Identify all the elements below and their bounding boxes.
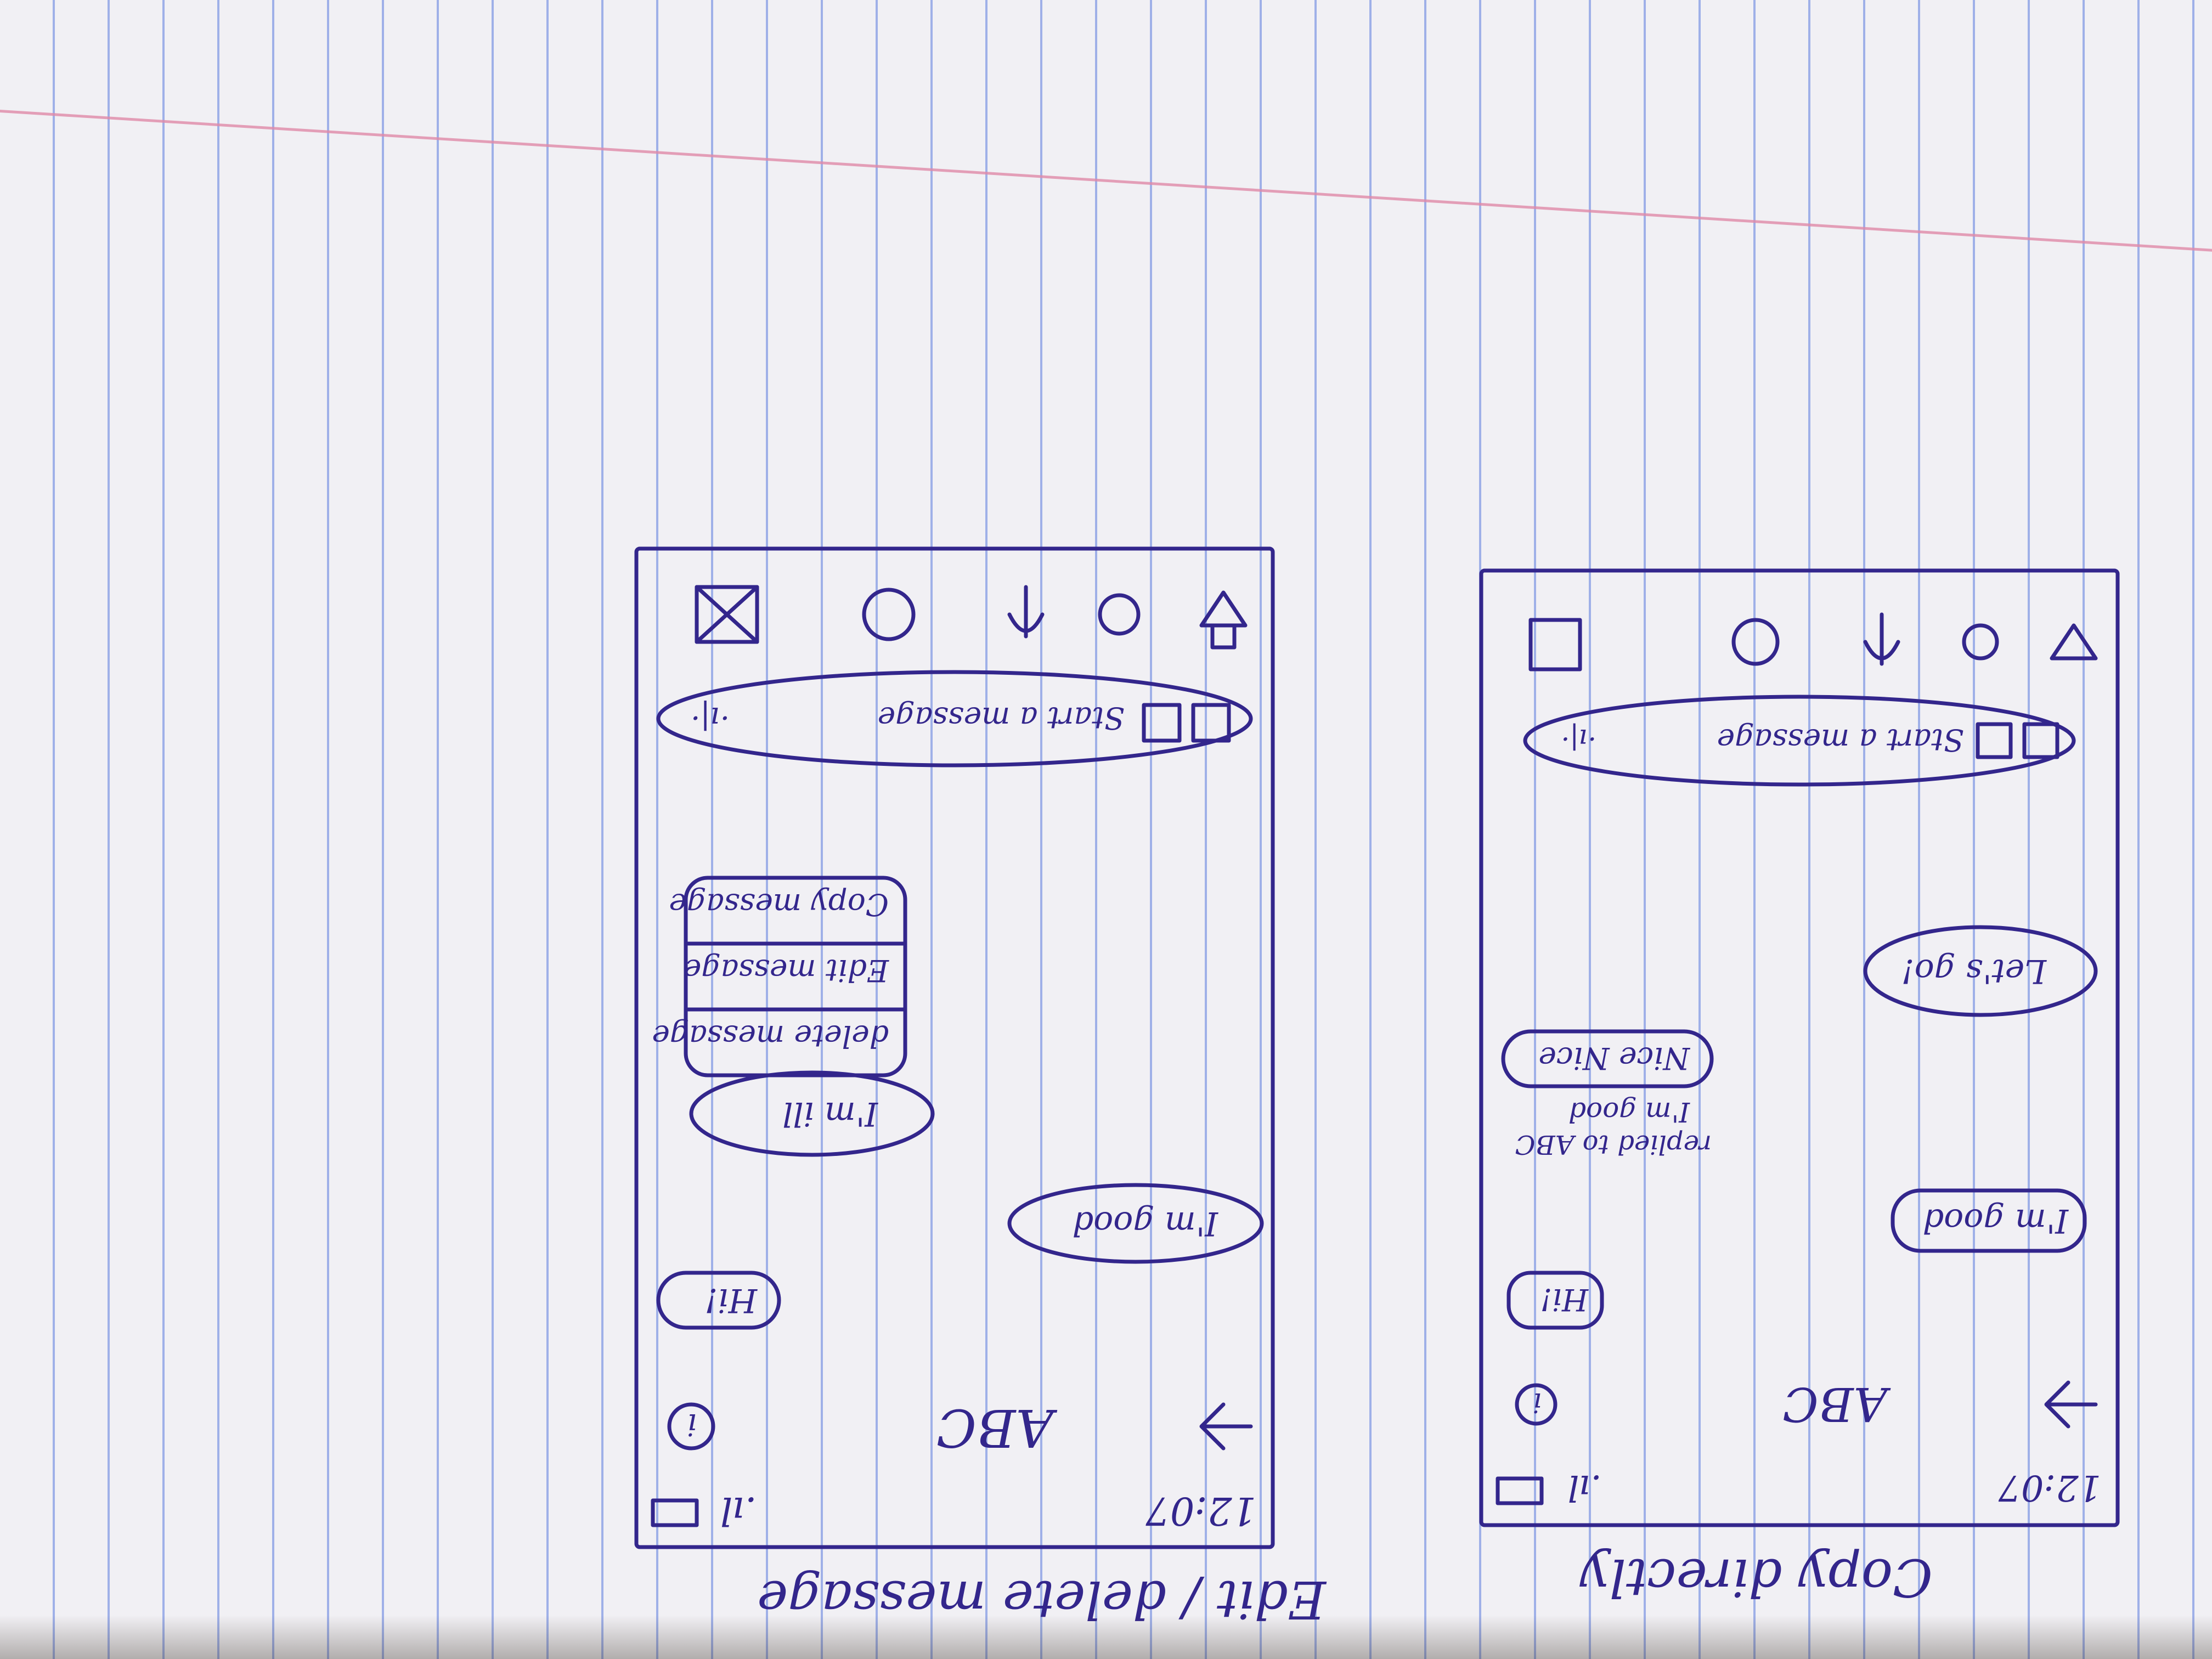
search-icon[interactable] <box>1962 623 1999 661</box>
menu-item-edit[interactable]: Edit message <box>684 953 889 988</box>
caption-copy-directly: Copy directly <box>1580 1547 1933 1607</box>
camera-icon[interactable] <box>695 585 759 644</box>
chat-title: ABC <box>1783 1376 1891 1431</box>
reply-label: replied to ABC <box>1515 1129 1712 1160</box>
message-bubble-other[interactable] <box>1501 1029 1714 1088</box>
send-icon[interactable] <box>1199 590 1248 650</box>
send-icon[interactable] <box>2050 623 2098 661</box>
message-text: I'm good <box>1923 1201 2069 1240</box>
message-bubble-me[interactable] <box>1891 1188 2087 1253</box>
gif-icon[interactable] <box>1976 722 2013 759</box>
message-bubble-other[interactable] <box>656 1271 781 1330</box>
info-glyph: i <box>687 1407 697 1442</box>
menu-item-delete[interactable]: delete message <box>652 1019 889 1054</box>
phone-frame-edit-delete: 12:07 .ıl ABC i Hi! I'm good I'm ill del… <box>634 546 1275 1549</box>
message-bubble-me[interactable] <box>1863 925 2098 1017</box>
attach-icon[interactable] <box>1007 585 1045 639</box>
info-glyph: i <box>1533 1387 1542 1419</box>
context-menu <box>684 876 907 1077</box>
phone-frame-copy-directly: 12:07 .ıl ABC i Hi! I'm good replied to … <box>1479 568 2120 1527</box>
image-icon[interactable] <box>1191 703 1231 743</box>
attach-icon[interactable] <box>1863 612 1900 666</box>
message-text: Nice Nice <box>1538 1041 1691 1076</box>
signal-icon: .ıl <box>720 1488 757 1533</box>
signal-icon: .ıl <box>1568 1467 1602 1508</box>
camera-icon[interactable] <box>1528 618 1582 672</box>
info-icon[interactable] <box>667 1402 715 1451</box>
mic-icon[interactable]: ·ı|· <box>1561 723 1596 755</box>
composer-input[interactable] <box>1523 695 2076 787</box>
message-bubble-me[interactable] <box>1007 1183 1264 1264</box>
battery-icon <box>651 1498 699 1527</box>
search-icon[interactable] <box>1098 593 1141 636</box>
composer-input[interactable] <box>656 670 1253 768</box>
info-icon[interactable] <box>1515 1383 1558 1426</box>
status-time: 12:07 <box>1998 1467 2101 1508</box>
gif-icon[interactable] <box>1142 703 1182 743</box>
sketch-copy-directly: 12:07 .ıl ABC i Hi! I'm good replied to … <box>1470 560 2129 1536</box>
emoji-icon[interactable] <box>1731 618 1780 666</box>
composer-placeholder: Start a message <box>878 701 1125 736</box>
message-text: I'm ill <box>782 1094 878 1133</box>
back-arrow-icon[interactable] <box>2044 1380 2098 1429</box>
message-bubble-other[interactable] <box>689 1070 935 1157</box>
composer-placeholder: Start a message <box>1717 723 1964 758</box>
message-text: Hi! <box>1540 1282 1589 1317</box>
status-time: 12:07 <box>1146 1488 1256 1533</box>
page-shadow <box>0 1615 2212 1659</box>
sketch-edit-delete: 12:07 .ıl ABC i Hi! I'm good I'm ill del… <box>625 538 1284 1558</box>
message-bubble-other[interactable] <box>1506 1271 1604 1330</box>
message-text: Let's go! <box>1901 952 2047 990</box>
message-text: Hi! <box>704 1281 758 1319</box>
reply-quote: I'm good <box>1568 1096 1690 1128</box>
chat-title: ABC <box>936 1397 1058 1458</box>
emoji-icon[interactable] <box>862 588 916 641</box>
image-icon[interactable] <box>2022 722 2059 759</box>
menu-item-copy[interactable]: Copy message <box>669 887 889 922</box>
back-arrow-icon[interactable] <box>1199 1402 1253 1451</box>
mic-icon[interactable]: ·ı|· <box>691 701 730 736</box>
battery-icon <box>1496 1476 1544 1505</box>
message-text: I'm good <box>1073 1204 1218 1243</box>
